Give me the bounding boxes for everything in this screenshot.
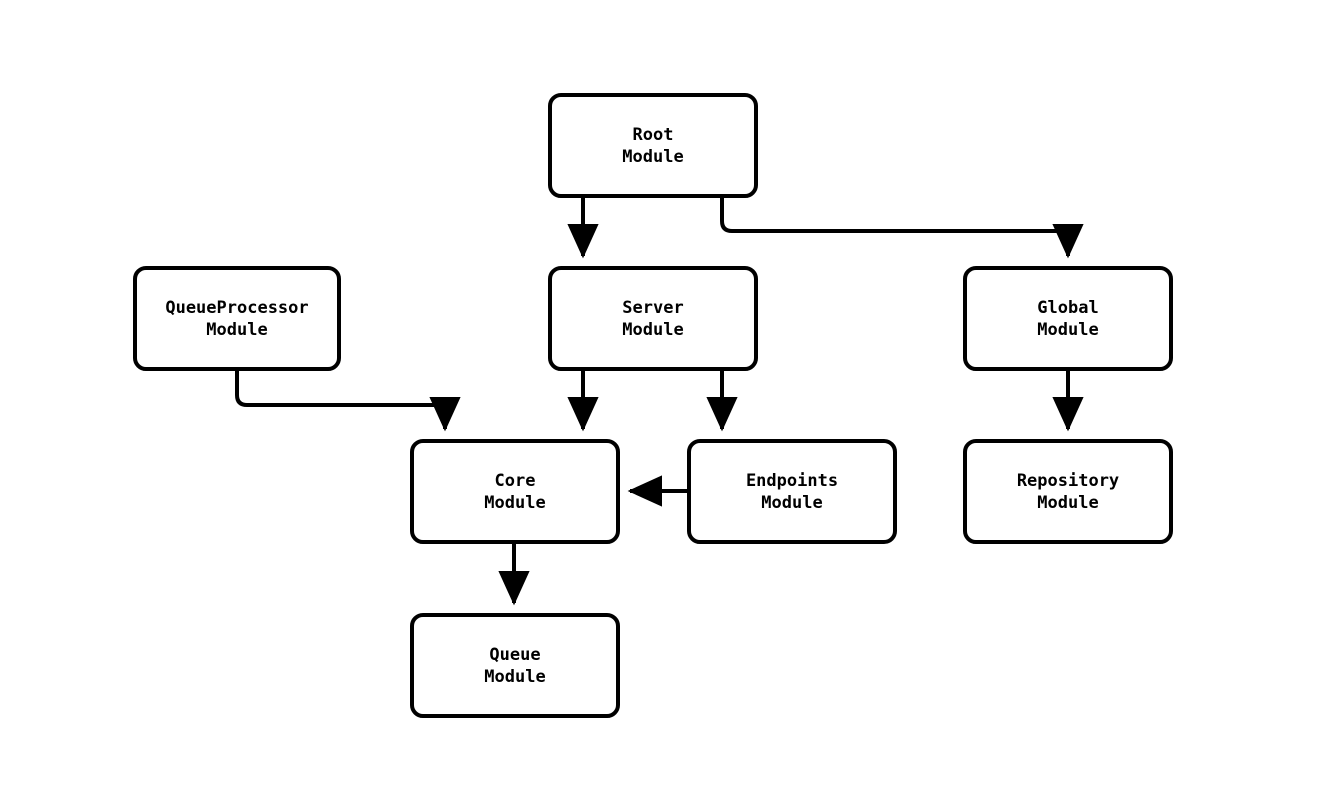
node-repository-module[interactable]: Repository Module bbox=[963, 439, 1173, 544]
node-core-module-title: Core bbox=[494, 470, 536, 491]
node-server-module[interactable]: Server Module bbox=[548, 266, 758, 371]
node-root-module-subtitle: Module bbox=[622, 146, 684, 167]
node-core-module-subtitle: Module bbox=[484, 492, 546, 513]
node-queueprocessor-module-title: QueueProcessor bbox=[165, 297, 309, 318]
node-repository-module-title: Repository bbox=[1016, 470, 1120, 491]
node-endpoints-module-title: Endpoints bbox=[745, 470, 839, 491]
node-queue-module[interactable]: Queue Module bbox=[410, 613, 620, 718]
node-endpoints-module[interactable]: Endpoints Module bbox=[687, 439, 897, 544]
node-repository-module-subtitle: Module bbox=[1037, 492, 1099, 513]
node-core-module[interactable]: Core Module bbox=[410, 439, 620, 544]
edge-root-to-global bbox=[720, 198, 1084, 259]
edge-queueprocessor-to-core bbox=[235, 371, 461, 432]
node-server-module-subtitle: Module bbox=[622, 319, 684, 340]
node-queueprocessor-module-subtitle: Module bbox=[206, 319, 268, 340]
node-global-module[interactable]: Global Module bbox=[963, 266, 1173, 371]
node-global-module-title: Global bbox=[1037, 297, 1099, 318]
node-global-module-subtitle: Module bbox=[1037, 319, 1099, 340]
node-queue-module-title: Queue bbox=[489, 644, 541, 665]
node-root-module[interactable]: Root Module bbox=[548, 93, 758, 198]
node-root-module-title: Root bbox=[632, 124, 674, 145]
node-server-module-title: Server bbox=[622, 297, 684, 318]
node-queue-module-subtitle: Module bbox=[484, 666, 546, 687]
node-endpoints-module-subtitle: Module bbox=[761, 492, 823, 513]
node-queueprocessor-module[interactable]: QueueProcessor Module bbox=[133, 266, 341, 371]
